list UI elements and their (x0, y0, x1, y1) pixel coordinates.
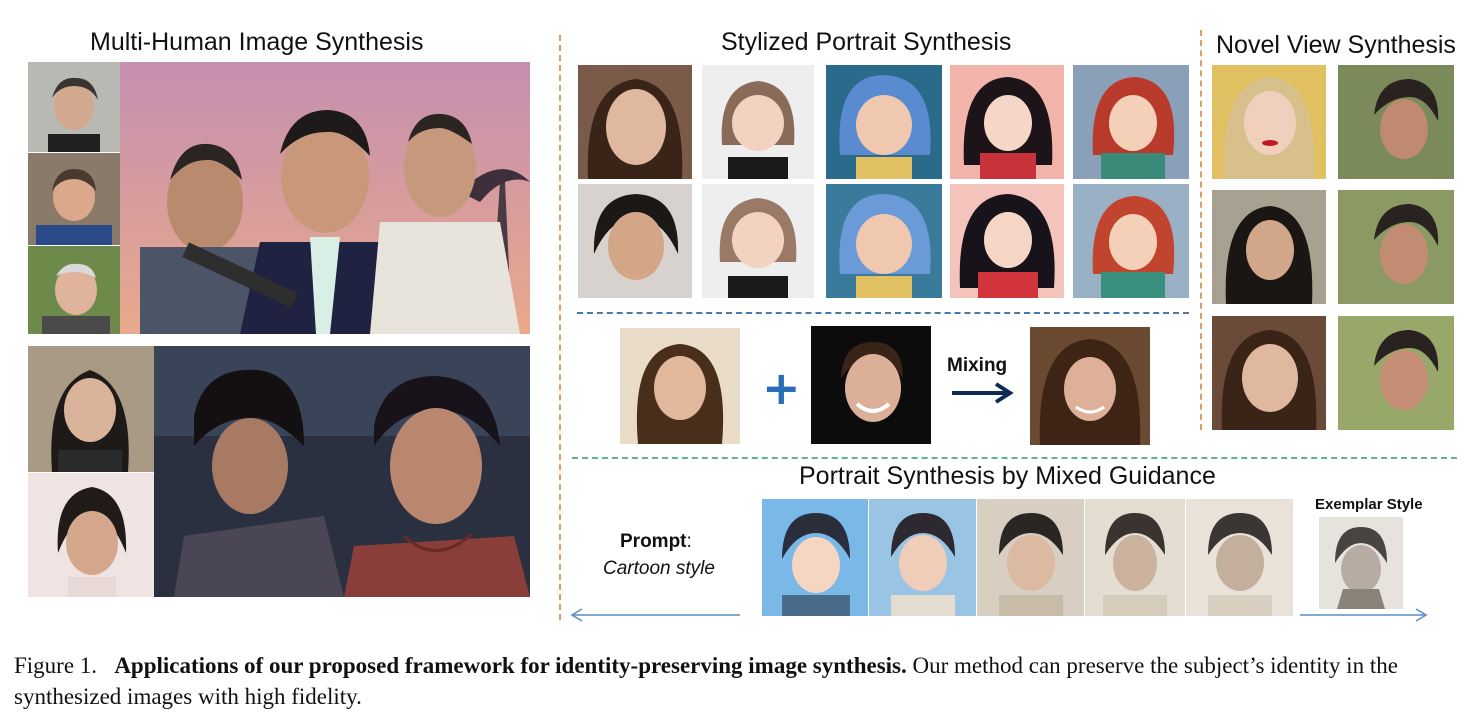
stylized-row1-style-3 (950, 65, 1064, 179)
stylized-row1-reference (578, 65, 692, 179)
reference-photo-woman-1 (28, 346, 154, 472)
novel-view-output-3 (1338, 316, 1454, 430)
prompt-label-colon: : (686, 531, 692, 552)
horizontal-divider-green (572, 457, 1457, 459)
caption-prefix: Figure 1. (14, 653, 98, 678)
mixed-guidance-frame-5 (1186, 499, 1293, 616)
figure-caption: Figure 1. Applications of our proposed f… (14, 650, 1469, 712)
multi-human-generated-scene-2 (154, 346, 530, 597)
mixing-arrow-icon (952, 382, 1014, 404)
arrow-left-icon (570, 608, 740, 622)
stylized-portrait-title: Stylized Portrait Synthesis (721, 28, 1012, 56)
stylized-row1-style-4 (1073, 65, 1189, 179)
stylized-row2-style-4 (1073, 184, 1189, 298)
mixed-guidance-frame-3 (977, 499, 1084, 616)
reference-photo-man-3 (28, 246, 120, 334)
reference-photo-man-1 (28, 62, 120, 152)
novel-view-output-2 (1338, 190, 1454, 304)
prompt-label-word: Prompt (620, 531, 687, 552)
multi-human-generated-scene-1 (120, 62, 530, 334)
exemplar-style-image (1319, 517, 1403, 609)
mixed-guidance-frame-4 (1085, 499, 1185, 616)
prompt-label: Prompt: (620, 531, 692, 553)
novel-view-reference-2 (1212, 190, 1326, 304)
reference-photo-man-2 (28, 153, 120, 245)
stylized-row2-style-3 (950, 184, 1064, 298)
mixed-guidance-frame-1 (762, 499, 868, 616)
horizontal-divider-blue (577, 312, 1189, 314)
reference-photo-woman-2 (28, 473, 154, 597)
novel-view-title: Novel View Synthesis (1216, 31, 1456, 59)
vertical-divider-right (1200, 30, 1202, 430)
mixed-guidance-title: Portrait Synthesis by Mixed Guidance (799, 462, 1216, 490)
novel-view-output-1 (1338, 65, 1454, 179)
caption-bold: Applications of our proposed framework f… (114, 653, 907, 678)
mixing-source-man (811, 326, 931, 444)
exemplar-style-label: Exemplar Style (1315, 496, 1423, 513)
multi-human-title: Multi-Human Image Synthesis (90, 28, 424, 56)
stylized-row2-style-2 (826, 184, 942, 298)
vertical-divider-left (559, 35, 561, 620)
stylized-row2-reference (578, 184, 692, 298)
arrow-right-icon (1300, 608, 1428, 622)
novel-view-reference-3 (1212, 316, 1326, 430)
stylized-row1-style-2 (826, 65, 942, 179)
mixed-guidance-frame-2 (869, 499, 976, 616)
stylized-row2-style-1 (702, 184, 814, 298)
stylized-row1-style-1 (702, 65, 814, 179)
mixing-result (1030, 327, 1150, 445)
plus-sign: + (762, 361, 801, 415)
mixing-source-woman (620, 328, 740, 444)
prompt-text: Cartoon style (603, 558, 715, 579)
mixing-label: Mixing (947, 355, 1008, 376)
caption-rest: Our method can preserve the subject’s id… (14, 653, 1398, 709)
novel-view-reference-1 (1212, 65, 1326, 179)
